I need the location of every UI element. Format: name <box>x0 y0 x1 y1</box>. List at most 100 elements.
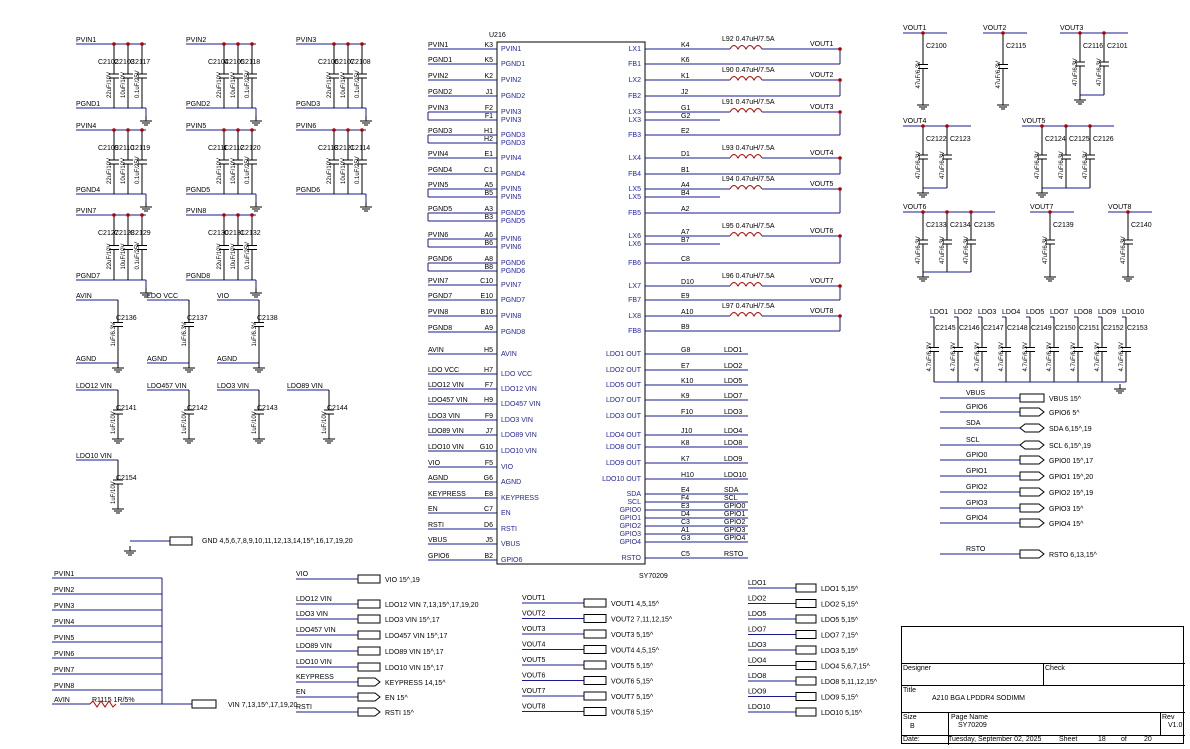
junction-dot <box>838 314 842 318</box>
capacitor-ref: C2111 <box>208 145 228 152</box>
pin-function-label: FB1 <box>628 61 641 68</box>
vout-port-net-label: VOUT2 <box>522 611 545 618</box>
pin-function-label: AGND <box>501 479 521 486</box>
left-net-label: LDO10 VIN <box>428 444 464 451</box>
junction-dot <box>1064 124 1068 128</box>
right-net-label: LDO8 <box>724 440 742 447</box>
resistor-label: R1115 1R/5% <box>92 697 135 704</box>
pin-function-label: PVIN3 <box>501 109 521 116</box>
capacitor-value: 0.1uF/25V <box>355 156 361 184</box>
capacitor-ref: C2129 <box>130 230 151 237</box>
input-cap-vin-label: PVIN5 <box>186 123 206 130</box>
port-box <box>795 630 817 639</box>
pin-function-label: LDO10 OUT <box>602 476 642 483</box>
right-net-label: GPIO0 <box>724 503 746 510</box>
capacitor-value: 10uF/10V <box>341 72 347 98</box>
left-net-label: VIO <box>428 460 441 467</box>
right-port-net-label: GPIO3 <box>966 500 988 507</box>
right-net-label: LDO10 <box>724 472 746 479</box>
capacitor-ref: C2153 <box>1127 325 1148 332</box>
capacitor-value: 4.7uF/6.3V <box>951 342 957 371</box>
port-arrow <box>357 692 381 702</box>
input-cap-gnd-label: PGND6 <box>296 187 320 194</box>
rev-label: Rev <box>1162 714 1175 721</box>
inductor-label: L96 0.47uH/7.5A <box>722 273 775 280</box>
right-net-label: LDO7 <box>724 393 742 400</box>
pvin-bus-label: PVIN3 <box>54 603 74 610</box>
capacitor-ref: C2126 <box>1093 136 1114 143</box>
junction-dot <box>126 128 130 132</box>
pin-function-label: PGND7 <box>501 297 525 304</box>
capacitor-ref: C2115 <box>1006 43 1026 50</box>
capacitor-value: 0.1uF/25V <box>135 156 141 184</box>
inductor-label: L94 0.47uH/7.5A <box>722 176 775 183</box>
vin-port-net-label: LDO12 VIN <box>296 596 332 603</box>
pin-function-label: LDO3 VIN <box>501 417 533 424</box>
capacitor-ref: C2139 <box>1053 222 1074 229</box>
vin-port-net-label: RSTI <box>296 704 312 711</box>
capacitor-value: 10uF/10V <box>231 158 237 184</box>
inductor-coil <box>729 312 763 318</box>
capacitor-value: 1uF/6.3V <box>111 322 117 346</box>
capacitor-value: 47uF/6.3V <box>964 236 970 264</box>
junction-dot <box>332 128 336 132</box>
pin-ball-label: E2 <box>681 128 690 135</box>
capacitor-ref: C2145 <box>935 325 956 332</box>
junction-dot <box>838 284 842 288</box>
resistor-symbol <box>89 700 117 708</box>
pin-ball-label: K3 <box>484 42 493 49</box>
capacitor-value: 10uF/10V <box>231 72 237 98</box>
port-bidir <box>1019 440 1045 450</box>
pin-function-label: LX5 <box>629 186 642 193</box>
left-net-label: GPIO6 <box>428 553 450 560</box>
left-net-label: KEYPRESS <box>428 491 466 498</box>
size-label: Size <box>903 714 917 721</box>
pin-ball-label: G8 <box>681 347 690 354</box>
pin-ball-label: B2 <box>484 553 493 560</box>
capacitor-ref: C2135 <box>974 222 995 229</box>
port-arrow <box>1019 407 1045 417</box>
inductor-coil <box>729 76 763 82</box>
capacitor-ref: C2137 <box>187 315 208 322</box>
pin-function-label: LX6 <box>629 241 642 248</box>
size-value: B <box>910 723 915 730</box>
capacitor-value: 47uF/6.3V <box>996 61 1002 89</box>
capacitor-ref: C2101 <box>1107 43 1128 50</box>
port-arrow <box>357 707 381 717</box>
vout-port-net-label: VOUT3 <box>522 626 545 633</box>
pin-function-label: RSTO <box>622 555 642 562</box>
capacitor-ref: C2110 <box>114 145 134 152</box>
ldo-port-label: LDO9 5,15^ <box>821 695 859 702</box>
right-port-label: GPIO2 15^,19 <box>1049 490 1093 497</box>
pin-function-label: LDO12 VIN <box>501 386 537 393</box>
junction-dot <box>1048 210 1052 214</box>
pvin-bus-label: PVIN1 <box>54 571 74 578</box>
single-cap-net-label: AVIN <box>76 293 92 300</box>
single-cap-gnd-label: AGND <box>76 356 96 363</box>
capacitor-value: 47uF/6.3V <box>1035 151 1041 179</box>
vout-port-net-label: VOUT4 <box>522 642 545 649</box>
port-box <box>795 645 817 655</box>
capacitor-ref: C2148 <box>1007 325 1028 332</box>
single-cap-gnd-label: AGND <box>147 356 167 363</box>
ldo-port-label: LDO1 5,15^ <box>821 586 859 593</box>
input-cap-vin-label: PVIN6 <box>296 123 316 130</box>
vin-port-label: VIO 15^,19 <box>385 577 420 584</box>
pin-ball-label: K9 <box>681 393 690 400</box>
junction-dot <box>838 47 842 51</box>
junction-dot <box>222 128 226 132</box>
pin-function-label: VIO <box>501 464 514 471</box>
pin-function-label: LX5 <box>629 194 642 201</box>
capacitor-value: 1uF/10V <box>322 411 328 434</box>
check-label: Check <box>1045 665 1065 672</box>
ldo-port-net-label: LDO8 <box>748 673 766 680</box>
pin-ball-label: K2 <box>484 73 493 80</box>
right-net-label: GPIO4 <box>724 535 746 542</box>
vout-port-net-label: VOUT6 <box>522 673 545 680</box>
capacitor-ref: C2114 <box>350 145 370 152</box>
port-box <box>795 707 817 717</box>
pin-ball-label: E10 <box>481 293 494 300</box>
junction-dot <box>250 128 254 132</box>
ldo-cap-net-label: LDO1 <box>930 309 948 316</box>
input-cap-gnd-label: PGND7 <box>76 273 100 280</box>
